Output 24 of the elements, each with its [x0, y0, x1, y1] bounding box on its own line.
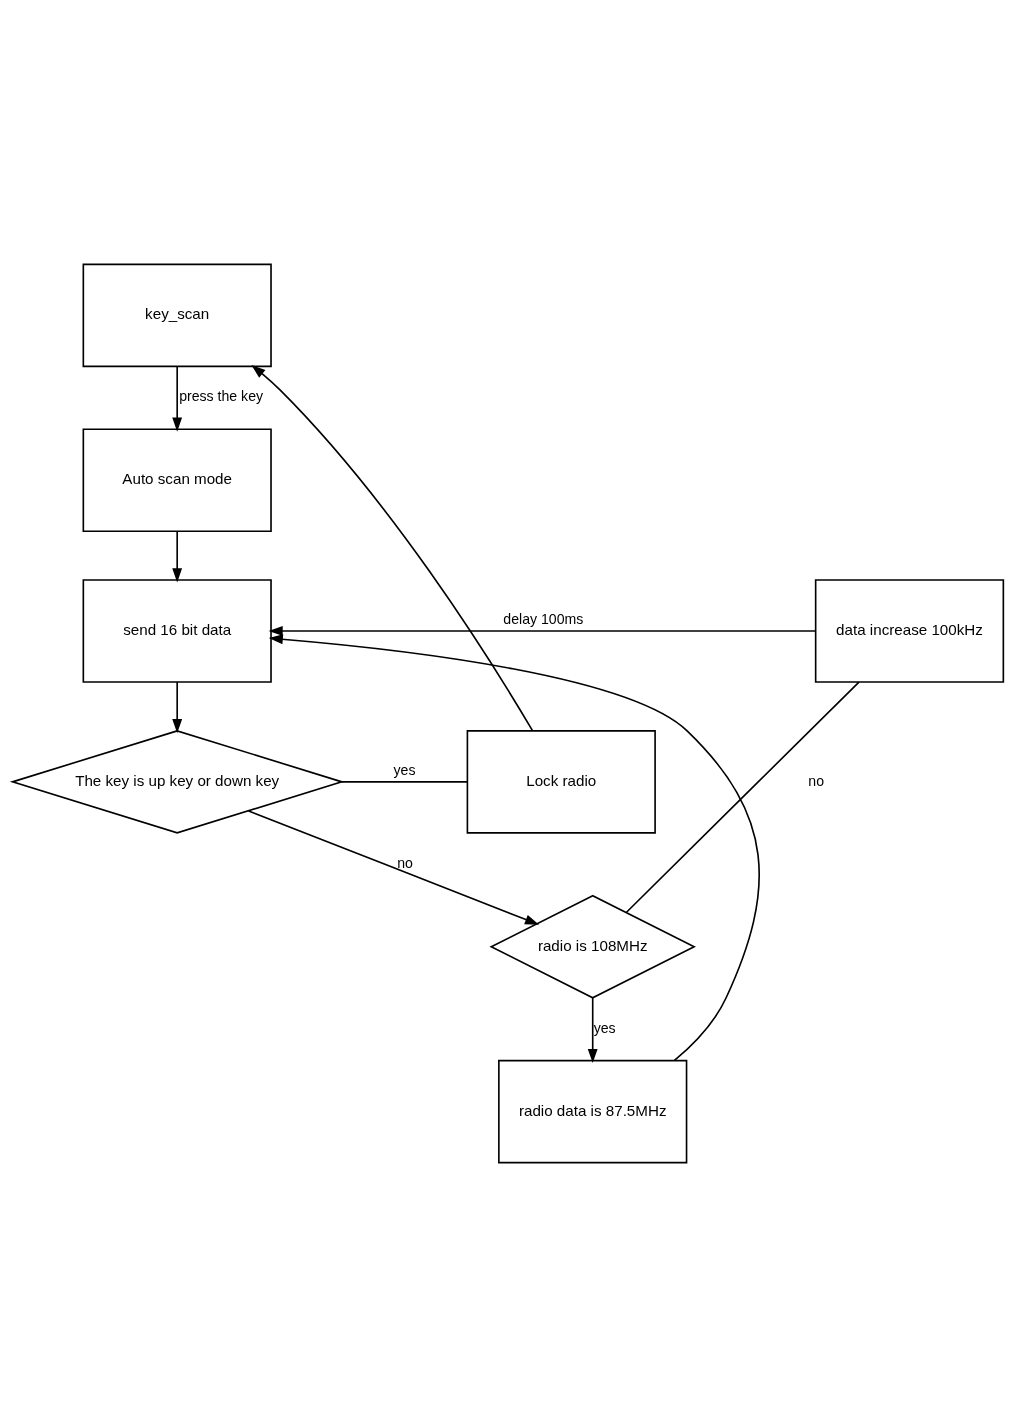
- edge-label: no: [808, 772, 825, 789]
- node-diamond: The key is up key or down key: [9, 730, 345, 834]
- edge-label: no: [397, 854, 413, 871]
- arrow: [587, 997, 598, 1064]
- connector: [340, 781, 469, 783]
- arrow: [172, 681, 183, 734]
- arrow: [172, 530, 183, 583]
- arrow: [172, 365, 183, 432]
- edge-label: delay 100ms: [503, 610, 584, 627]
- node-box: radio data is 87.5MHz: [498, 1059, 688, 1164]
- edge-label: yes: [393, 761, 416, 778]
- arrow: [268, 626, 817, 636]
- arrow: [251, 364, 534, 732]
- node-diamond: radio is 108MHz: [489, 894, 696, 999]
- edge-label: yes: [593, 1019, 616, 1036]
- edge-label: press the key: [179, 388, 264, 405]
- node-box: Lock radio: [466, 730, 656, 834]
- arrow: [247, 810, 540, 925]
- arrow: [268, 634, 760, 1062]
- node-box: key_scan: [82, 263, 272, 368]
- node-box: data increase 100kHz: [814, 579, 1005, 683]
- connector: [625, 681, 860, 914]
- node-box: Auto scan mode: [82, 428, 272, 533]
- node-box: send 16 bit data: [82, 579, 272, 683]
